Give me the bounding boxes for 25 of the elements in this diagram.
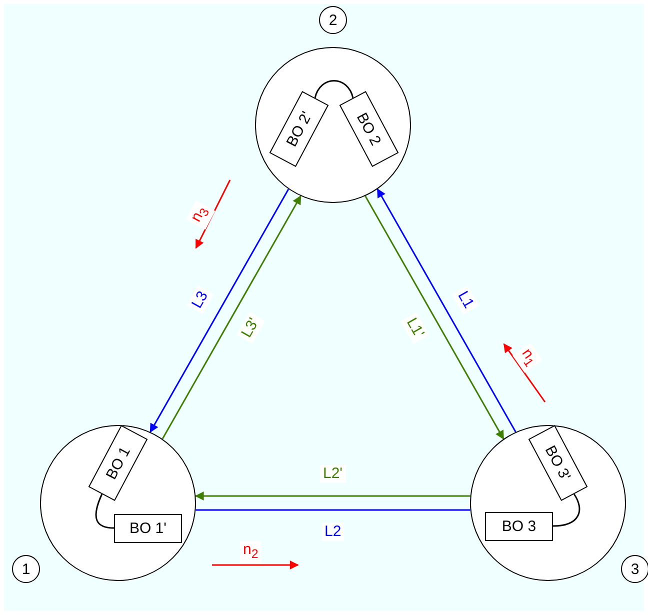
arrow <box>376 188 516 432</box>
bo-box: BO 1 <box>88 425 148 501</box>
arrow <box>364 196 504 440</box>
edge-label: L2 <box>322 523 344 541</box>
connector-line <box>314 80 354 98</box>
arrow <box>150 188 290 433</box>
arrow <box>194 492 470 500</box>
edge-label: L3 <box>186 285 214 314</box>
bo-box: BO 1' <box>114 514 182 543</box>
bo-box: BO 3 <box>485 512 553 541</box>
arrow <box>162 195 302 440</box>
edge-label: L1 <box>452 285 479 314</box>
bo-box: BO 2' <box>269 91 329 167</box>
number-circle: 2 <box>319 6 347 34</box>
edge-label: L1' <box>400 312 430 344</box>
line <box>196 509 470 511</box>
edge-label: L2' <box>320 465 346 483</box>
number-circle: 3 <box>621 555 648 583</box>
direction-label: n$_{2}$ <box>240 541 262 563</box>
connector-line <box>95 494 114 529</box>
number-circle: 1 <box>12 555 40 583</box>
bo-box: BO 2 <box>339 91 399 167</box>
connector-line <box>552 494 580 527</box>
edge-label: L3' <box>236 312 265 344</box>
bo-box: BO 3' <box>528 425 588 501</box>
